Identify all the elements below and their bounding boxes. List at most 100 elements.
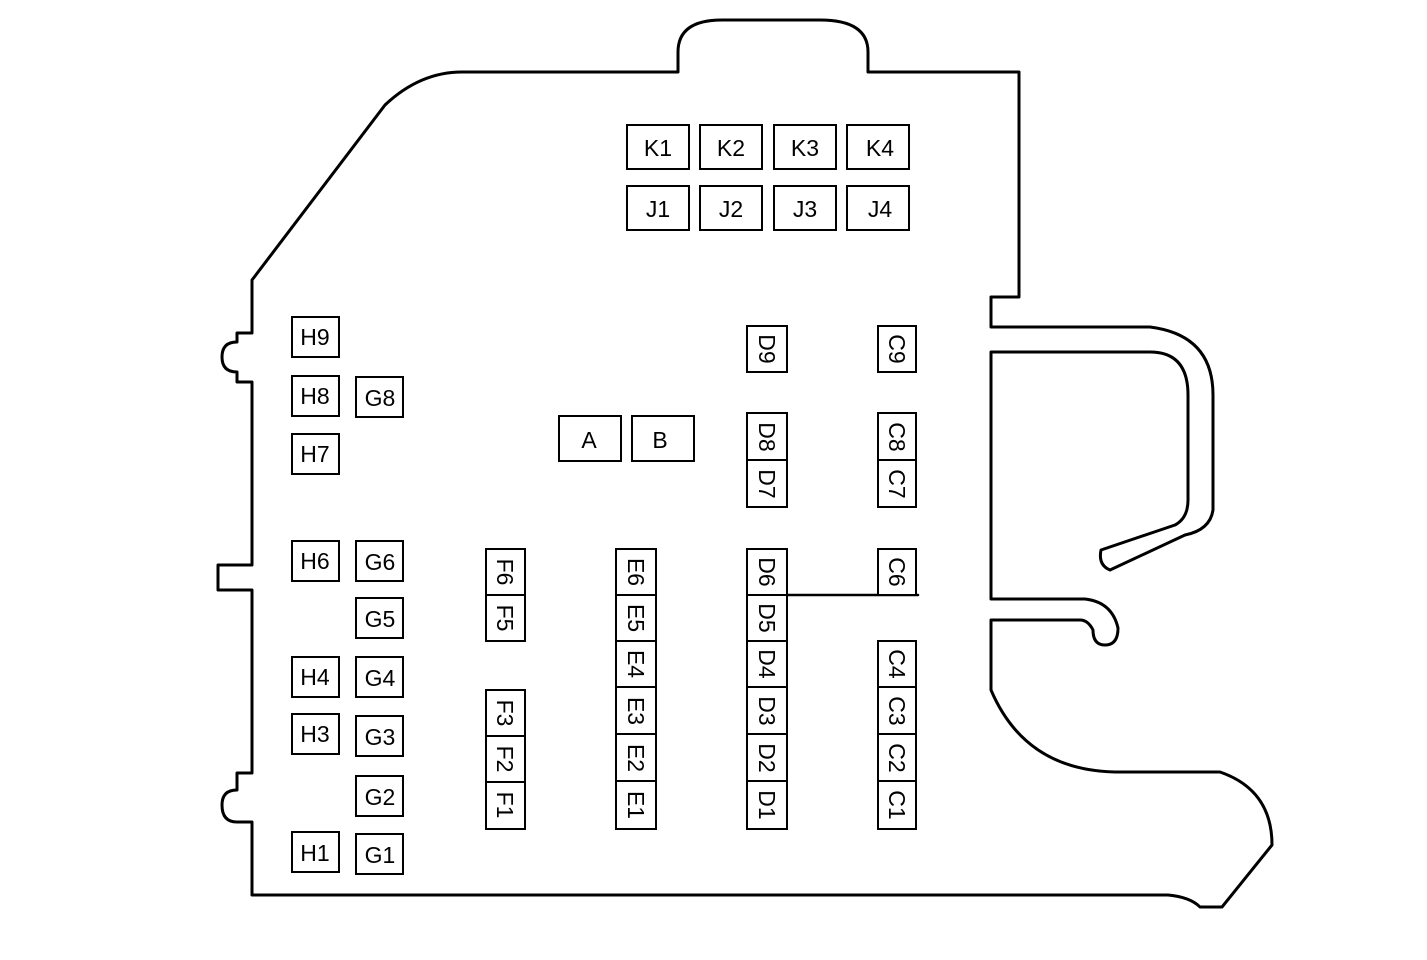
fuse-label: D1 bbox=[754, 790, 780, 819]
fuse-E1: E1 bbox=[615, 780, 657, 830]
fuse-label: D5 bbox=[754, 603, 780, 632]
fuse-C8: C8 bbox=[877, 412, 917, 461]
fuse-label: C9 bbox=[884, 334, 910, 363]
fuse-A: A bbox=[558, 415, 622, 462]
fuse-label: F6 bbox=[492, 559, 518, 586]
fuse-label: G1 bbox=[365, 842, 396, 868]
fuse-E4: E4 bbox=[615, 640, 657, 688]
fuse-label: K2 bbox=[717, 135, 745, 161]
fuse-label: D9 bbox=[754, 334, 780, 363]
fuse-label: E6 bbox=[623, 558, 649, 586]
fuse-J3: J3 bbox=[773, 185, 837, 231]
fuse-label: E5 bbox=[623, 604, 649, 632]
housing-outline bbox=[216, 18, 1274, 909]
fuse-E6: E6 bbox=[615, 548, 657, 596]
fuse-label: G4 bbox=[365, 665, 396, 691]
fuse-H9: H9 bbox=[291, 316, 340, 358]
fuse-label: H9 bbox=[300, 324, 329, 350]
fuse-D5: D5 bbox=[746, 594, 788, 642]
fuse-label: G6 bbox=[365, 549, 396, 575]
fuse-label: D3 bbox=[754, 696, 780, 725]
fuse-label: A bbox=[581, 427, 597, 453]
fuse-G3: G3 bbox=[355, 715, 404, 757]
fuse-label: G3 bbox=[365, 724, 396, 750]
fuse-label: E2 bbox=[623, 744, 649, 772]
fuse-D4: D4 bbox=[746, 640, 788, 688]
fuse-G6: G6 bbox=[355, 540, 404, 582]
fuse-J4: J4 bbox=[846, 185, 910, 231]
fuse-H6: H6 bbox=[291, 540, 340, 582]
fuse-K2: K2 bbox=[699, 124, 763, 170]
fuse-J2: J2 bbox=[699, 185, 763, 231]
fuse-label: C8 bbox=[884, 422, 910, 451]
fuse-label: F2 bbox=[492, 746, 518, 773]
fuse-F1: F1 bbox=[485, 781, 526, 830]
fuse-label: F3 bbox=[492, 700, 518, 727]
fuse-C6: C6 bbox=[877, 548, 917, 596]
fuse-label: C4 bbox=[884, 649, 910, 679]
fuse-C1: C1 bbox=[877, 780, 917, 830]
fuse-G5: G5 bbox=[355, 597, 404, 639]
fuse-label: K3 bbox=[791, 135, 819, 161]
fuse-F5: F5 bbox=[485, 594, 526, 642]
fuse-D3: D3 bbox=[746, 686, 788, 735]
fuse-K4: K4 bbox=[846, 124, 910, 170]
fuse-E2: E2 bbox=[615, 733, 657, 782]
fuse-E5: E5 bbox=[615, 594, 657, 642]
fuse-E3: E3 bbox=[615, 686, 657, 735]
fuse-D6: D6 bbox=[746, 548, 788, 596]
fuse-label: G2 bbox=[365, 784, 396, 810]
fuse-label: D4 bbox=[754, 649, 780, 679]
fuse-B: B bbox=[631, 415, 695, 462]
fuse-G1: G1 bbox=[355, 833, 404, 875]
fuse-G2: G2 bbox=[355, 775, 404, 817]
fuse-label: D6 bbox=[754, 557, 780, 586]
fuse-D7: D7 bbox=[746, 459, 788, 508]
fuse-J1: J1 bbox=[626, 185, 690, 231]
fuse-C7: C7 bbox=[877, 459, 917, 508]
fuse-label: C2 bbox=[884, 743, 910, 772]
fuse-label: C1 bbox=[884, 790, 910, 819]
fuse-label: B bbox=[652, 427, 667, 453]
fuse-C2: C2 bbox=[877, 733, 917, 782]
fuse-D9: D9 bbox=[746, 325, 788, 373]
fuse-F3: F3 bbox=[485, 689, 526, 737]
fuse-label: C6 bbox=[884, 557, 910, 586]
fuse-label: H8 bbox=[300, 383, 329, 409]
fuse-G4: G4 bbox=[355, 656, 404, 698]
fuse-label: G8 bbox=[365, 385, 396, 411]
fuse-D1: D1 bbox=[746, 780, 788, 830]
fuse-label: D8 bbox=[754, 422, 780, 451]
fuse-label: H1 bbox=[300, 840, 329, 866]
fuse-H1: H1 bbox=[291, 831, 340, 873]
fuse-F2: F2 bbox=[485, 735, 526, 783]
fuse-label: C7 bbox=[884, 469, 910, 498]
fuse-label: C3 bbox=[884, 696, 910, 725]
fuse-F6: F6 bbox=[485, 548, 526, 596]
fuse-H3: H3 bbox=[291, 713, 340, 755]
fuse-label: K1 bbox=[644, 135, 672, 161]
fuse-G8: G8 bbox=[355, 376, 404, 418]
fuse-K3: K3 bbox=[773, 124, 837, 170]
fuse-label: E1 bbox=[623, 791, 649, 819]
fuse-D2: D2 bbox=[746, 733, 788, 782]
fuse-label: J2 bbox=[719, 196, 743, 222]
fuse-label: E4 bbox=[623, 650, 649, 678]
fuse-label: E3 bbox=[623, 697, 649, 725]
fuse-label: G5 bbox=[365, 606, 396, 632]
fuse-K1: K1 bbox=[626, 124, 690, 170]
fuse-D8: D8 bbox=[746, 412, 788, 461]
fuse-H4: H4 bbox=[291, 656, 340, 698]
fuse-label: J1 bbox=[646, 196, 670, 222]
fuse-label: F5 bbox=[492, 605, 518, 632]
fuse-label: H6 bbox=[300, 548, 329, 574]
fuse-label: F1 bbox=[492, 792, 518, 819]
fuse-label: J4 bbox=[868, 196, 893, 222]
fuse-label: H3 bbox=[300, 721, 329, 747]
fuse-label: K4 bbox=[866, 135, 894, 161]
fuse-label: J3 bbox=[793, 196, 817, 222]
fuse-C3: C3 bbox=[877, 686, 917, 735]
fuse-label: D7 bbox=[754, 469, 780, 498]
fuse-H8: H8 bbox=[291, 375, 340, 417]
